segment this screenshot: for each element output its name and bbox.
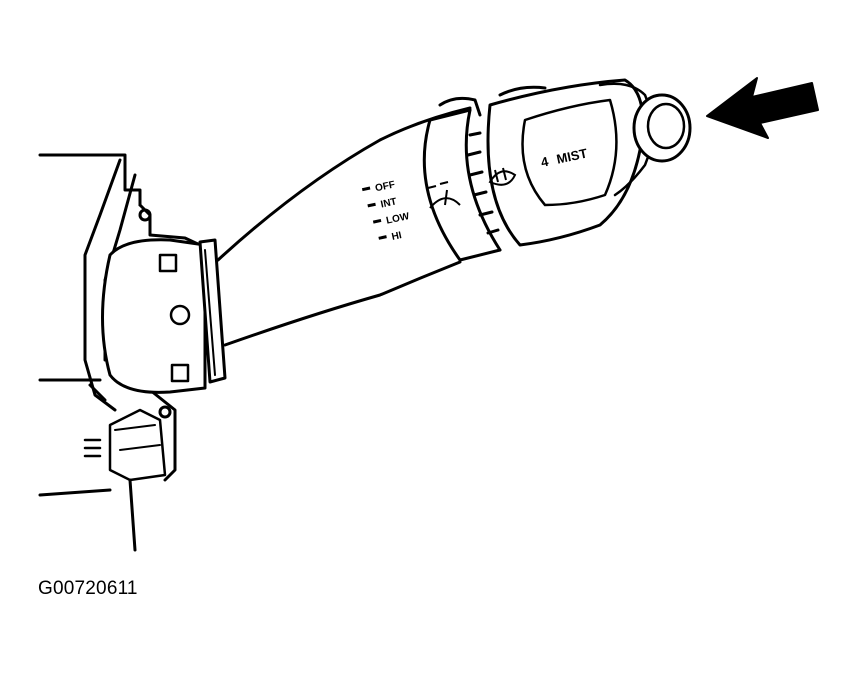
position-hi: HI [391, 230, 403, 243]
washer-symbol-icon [488, 167, 517, 186]
position-legend: OFF INT LOW HI [361, 179, 411, 243]
position-off: OFF [374, 179, 396, 194]
figure-id-label: G00720611 [38, 578, 138, 599]
knob-label: 4 MIST [540, 146, 589, 170]
wiper-symbol-icon [427, 181, 461, 209]
rotary-selector-ring[interactable] [422, 108, 502, 262]
mist-push-button[interactable] [632, 93, 692, 163]
switch-base-plate [101, 238, 227, 394]
knob-mist-text: MIST [555, 146, 589, 167]
push-arrow-icon [706, 77, 819, 139]
position-low: LOW [385, 211, 411, 227]
position-int: INT [380, 196, 398, 210]
knob-digit: 4 [540, 154, 551, 170]
